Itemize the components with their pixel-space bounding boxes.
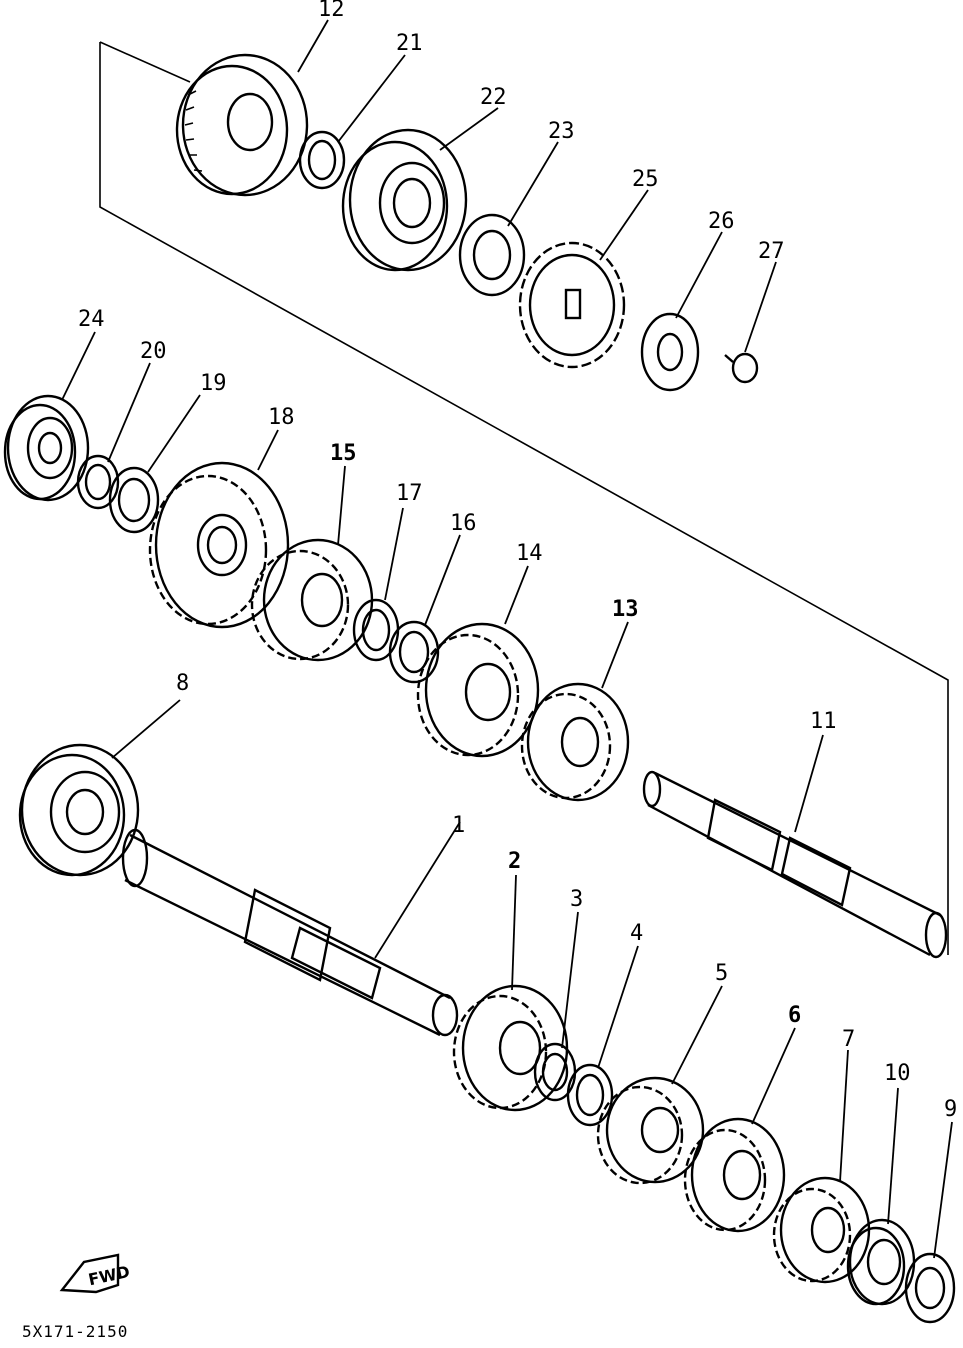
leader-17 xyxy=(384,507,404,601)
leader-11 xyxy=(794,734,824,833)
leader-3 xyxy=(561,911,579,1049)
part-21-washer xyxy=(298,130,346,190)
leader-15 xyxy=(337,465,346,546)
leader-19 xyxy=(147,394,201,473)
callout-21: 21 xyxy=(396,31,423,56)
part-24-bearing xyxy=(3,394,90,502)
leader-7 xyxy=(839,1049,849,1183)
part-18-gear xyxy=(148,461,290,629)
subassembly-bracket xyxy=(99,41,949,955)
leader-21 xyxy=(337,54,406,143)
callout-14: 14 xyxy=(516,541,543,566)
part-13-gear xyxy=(520,682,630,802)
callout-26: 26 xyxy=(708,209,735,234)
part-5-gear xyxy=(596,1076,705,1185)
part-20-circlip xyxy=(76,454,120,510)
part-12-gear xyxy=(175,53,309,197)
leader-27 xyxy=(744,261,777,353)
leader-26 xyxy=(675,231,723,319)
part-23-oil-seal xyxy=(458,213,526,297)
callout-19: 19 xyxy=(200,371,227,396)
callout-5: 5 xyxy=(715,961,728,986)
leader-25 xyxy=(599,189,649,261)
leader-13 xyxy=(601,621,629,689)
callout-4: 4 xyxy=(630,921,643,946)
callout-15: 15 xyxy=(330,441,357,466)
leader-2 xyxy=(511,874,517,991)
callout-3: 3 xyxy=(570,887,583,912)
leader-20 xyxy=(107,362,151,463)
leader-23 xyxy=(507,141,559,227)
leader-12 xyxy=(297,19,329,73)
callout-10: 10 xyxy=(884,1061,911,1086)
part-19-washer xyxy=(108,466,160,534)
drawing-code: 5X171-2150 xyxy=(22,1322,129,1341)
part-16-circlip xyxy=(388,620,440,684)
callout-11: 11 xyxy=(810,709,837,734)
callout-25: 25 xyxy=(632,167,659,192)
leader-6 xyxy=(751,1027,796,1125)
part-17-washer xyxy=(352,598,400,662)
part-6-gear xyxy=(683,1117,786,1233)
leader-18 xyxy=(257,429,279,471)
callout-2: 2 xyxy=(508,849,521,874)
leader-14 xyxy=(504,565,529,625)
part-4-washer xyxy=(566,1063,614,1127)
leader-1 xyxy=(374,821,461,959)
part-1-main-shaft xyxy=(121,828,459,1037)
part-14-gear xyxy=(416,622,540,758)
fwd-label: FWD xyxy=(87,1262,132,1289)
part-22-bearing xyxy=(341,128,468,272)
callout-8: 8 xyxy=(176,671,189,696)
callout-6: 6 xyxy=(788,1003,801,1028)
callout-13: 13 xyxy=(612,597,639,622)
part-8-bearing xyxy=(18,743,140,877)
callout-17: 17 xyxy=(396,481,423,506)
callout-18: 18 xyxy=(268,405,295,430)
callout-24: 24 xyxy=(78,307,105,332)
callout-9: 9 xyxy=(944,1097,957,1122)
part-27-bolt xyxy=(724,352,759,384)
part-25-sprocket xyxy=(518,241,626,369)
callout-12: 12 xyxy=(318,0,345,22)
leader-10 xyxy=(887,1087,899,1225)
callout-23: 23 xyxy=(548,119,575,144)
callout-27: 27 xyxy=(758,239,785,264)
part-26-lock-washer xyxy=(640,312,700,392)
leader-24 xyxy=(61,331,96,401)
callout-16: 16 xyxy=(450,511,477,536)
callout-20: 20 xyxy=(140,339,167,364)
callout-1: 1 xyxy=(452,813,465,838)
fwd-arrow-marker: FWD xyxy=(59,1253,132,1294)
part-9-oil-seal xyxy=(904,1252,956,1324)
leader-8 xyxy=(111,699,181,759)
leader-16 xyxy=(424,534,461,626)
part-10-bearing xyxy=(846,1218,916,1306)
part-11-shaft xyxy=(642,770,948,959)
leader-4 xyxy=(597,945,639,1069)
leader-22 xyxy=(439,107,499,151)
part-2-gear xyxy=(452,984,569,1112)
leader-9 xyxy=(933,1121,953,1259)
part-7-gear xyxy=(772,1176,871,1284)
callout-22: 22 xyxy=(480,85,507,110)
leader-5 xyxy=(671,985,723,1085)
callout-7: 7 xyxy=(842,1027,855,1052)
